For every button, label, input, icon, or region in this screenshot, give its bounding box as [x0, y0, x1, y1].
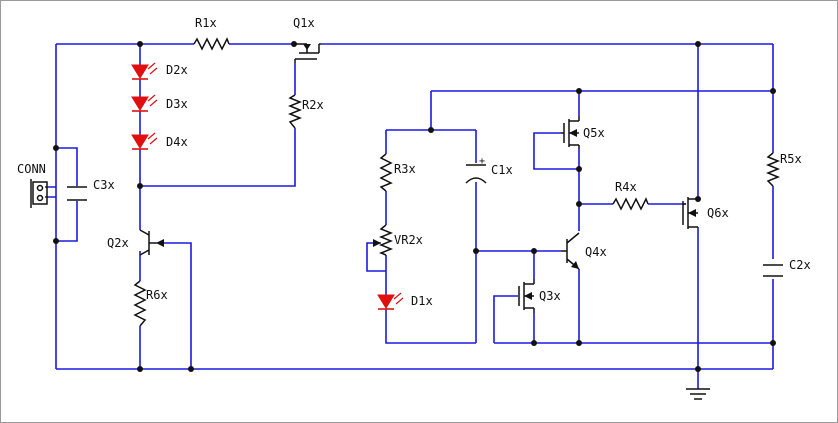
transistor-q1-symbol: [294, 43, 321, 63]
resistor-r1-symbol: [193, 37, 230, 51]
resistor-r5-symbol: [765, 152, 781, 187]
led-d2-label: D2x: [166, 63, 188, 77]
led-d3-label: D3x: [166, 97, 188, 111]
transistor-q6-label: Q6x: [707, 206, 729, 220]
capacitor-c2-label: C2x: [789, 258, 811, 272]
connector-symbol: [30, 179, 48, 208]
resistor-r6-label: R6x: [146, 288, 168, 302]
transistor-q1-label: Q1x: [293, 16, 315, 30]
led-d4-label: D4x: [166, 135, 188, 149]
connector-label: CONN: [17, 162, 46, 176]
resistor-r2-label: R2x: [302, 98, 324, 112]
resistor-r4-label: R4x: [615, 180, 637, 194]
resistor-r3-symbol: [379, 153, 393, 192]
wires: [45, 43, 774, 389]
resistor-r5-label: R5x: [780, 152, 802, 166]
resistor-r3-label: R3x: [394, 162, 416, 176]
junction-dots: [53, 41, 776, 372]
resistor-r6-symbol: [133, 280, 147, 327]
transistor-q3-symbol: [518, 279, 535, 313]
potentiometer-vr2-label: VR2x: [394, 233, 423, 247]
capacitor-c3-label: C3x: [93, 178, 115, 192]
capacitor-c1-polarity: +: [479, 156, 485, 167]
resistor-r2-symbol: [287, 94, 303, 129]
transistor-q2-symbol: [139, 229, 164, 256]
led-d2-symbol: [131, 62, 158, 80]
transistor-q2-label: Q2x: [107, 236, 129, 250]
capacitor-c1-symbol: [465, 164, 487, 184]
ground-icon: [686, 388, 710, 400]
resistor-r1-label: R1x: [195, 16, 217, 30]
transistor-q4-label: Q4x: [585, 245, 607, 259]
capacitor-c2-symbol: [763, 264, 783, 277]
led-d1-label: D1x: [411, 294, 433, 308]
capacitor-c1-label: C1x: [491, 163, 513, 177]
potentiometer-vr2-symbol: [373, 224, 394, 256]
resistor-r4-symbol: [612, 197, 649, 211]
led-d1-symbol: [377, 292, 404, 310]
transistor-q5-symbol: [561, 116, 580, 149]
transistor-q5-label: Q5x: [583, 126, 605, 140]
transistor-q4-symbol: [561, 232, 580, 270]
transistor-q6-symbol: [682, 197, 698, 229]
led-d4-symbol: [131, 132, 158, 150]
transistor-q3-label: Q3x: [539, 289, 561, 303]
capacitor-c3-symbol: [67, 186, 87, 201]
led-d3-symbol: [131, 94, 158, 112]
